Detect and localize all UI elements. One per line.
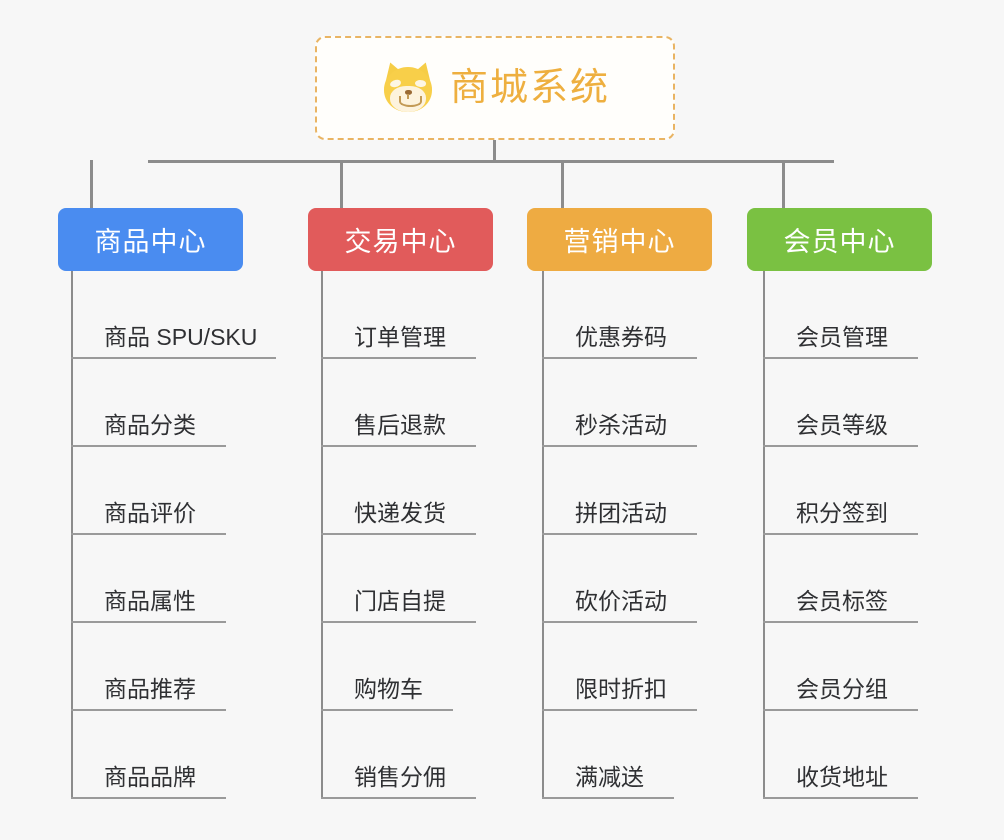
leaf-item-label: 限时折扣 bbox=[575, 675, 667, 702]
leaf-item-label: 商品属性 bbox=[104, 587, 196, 614]
leaf-spine bbox=[71, 271, 73, 799]
leaf-item-label: 商品评价 bbox=[104, 499, 196, 526]
leaf-item-underline bbox=[321, 533, 476, 535]
leaf-item[interactable]: 满减送 bbox=[542, 711, 674, 799]
leaf-item[interactable]: 砍价活动 bbox=[542, 535, 697, 623]
leaf-item[interactable]: 门店自提 bbox=[321, 535, 476, 623]
leaf-item-underline bbox=[763, 445, 918, 447]
leaf-item[interactable]: 商品属性 bbox=[71, 535, 226, 623]
leaf-item-label: 积分签到 bbox=[796, 499, 888, 526]
leaf-item-underline bbox=[542, 357, 697, 359]
leaf-item[interactable]: 秒杀活动 bbox=[542, 359, 697, 447]
leaf-item[interactable]: 积分签到 bbox=[763, 447, 918, 535]
leaf-item-label: 商品品牌 bbox=[104, 763, 196, 790]
leaf-item-label: 快递发货 bbox=[354, 499, 446, 526]
leaf-item-label: 收货地址 bbox=[796, 763, 888, 790]
leaf-item[interactable]: 限时折扣 bbox=[542, 623, 697, 711]
leaf-item-underline bbox=[321, 797, 476, 799]
root-node[interactable]: 商城系统 bbox=[315, 36, 675, 140]
leaf-item-underline bbox=[321, 621, 476, 623]
leaf-item-underline bbox=[71, 709, 226, 711]
leaf-item[interactable]: 商品评价 bbox=[71, 447, 226, 535]
leaf-item-label: 商品分类 bbox=[104, 411, 196, 438]
leaf-item[interactable]: 会员标签 bbox=[763, 535, 918, 623]
leaf-item[interactable]: 会员管理 bbox=[763, 271, 918, 359]
leaf-item-underline bbox=[71, 797, 226, 799]
leaf-item-underline bbox=[763, 533, 918, 535]
leaf-item-label: 拼团活动 bbox=[575, 499, 667, 526]
leaf-item[interactable]: 订单管理 bbox=[321, 271, 476, 359]
leaf-item-label: 秒杀活动 bbox=[575, 411, 667, 438]
category-box-3[interactable]: 会员中心 bbox=[747, 208, 932, 271]
leaf-item-underline bbox=[542, 709, 697, 711]
leaf-item-underline bbox=[542, 533, 697, 535]
leaf-item-label: 会员等级 bbox=[796, 411, 888, 438]
connector-drop-3 bbox=[782, 160, 785, 208]
leaf-item-underline bbox=[71, 533, 226, 535]
leaf-item-label: 商品 SPU/SKU bbox=[104, 323, 258, 350]
leaf-item-underline bbox=[321, 357, 476, 359]
leaf-item-underline bbox=[763, 621, 918, 623]
leaf-item[interactable]: 优惠券码 bbox=[542, 271, 697, 359]
connector-drop-1 bbox=[340, 160, 343, 208]
category-box-1[interactable]: 交易中心 bbox=[308, 208, 493, 271]
leaf-item-underline bbox=[542, 621, 697, 623]
leaf-item-label: 满减送 bbox=[575, 763, 644, 790]
leaf-item[interactable]: 售后退款 bbox=[321, 359, 476, 447]
connector-horizontal-bus bbox=[148, 160, 834, 163]
leaf-item-label: 商品推荐 bbox=[104, 675, 196, 702]
leaf-item[interactable]: 会员分组 bbox=[763, 623, 918, 711]
leaf-spine bbox=[763, 271, 765, 799]
leaf-item[interactable]: 销售分佣 bbox=[321, 711, 476, 799]
leaf-item[interactable]: 会员等级 bbox=[763, 359, 918, 447]
leaf-item-underline bbox=[321, 445, 476, 447]
leaf-item-label: 会员管理 bbox=[796, 323, 888, 350]
leaf-item-underline bbox=[763, 357, 918, 359]
leaf-item[interactable]: 商品品牌 bbox=[71, 711, 226, 799]
leaf-item-label: 购物车 bbox=[354, 675, 423, 702]
category-box-0[interactable]: 商品中心 bbox=[58, 208, 243, 271]
leaf-item-underline bbox=[321, 709, 453, 711]
leaf-spine bbox=[321, 271, 323, 799]
leaf-item-label: 订单管理 bbox=[354, 323, 446, 350]
leaf-item-underline bbox=[542, 445, 697, 447]
leaf-item-label: 门店自提 bbox=[354, 587, 446, 614]
leaf-item-label: 砍价活动 bbox=[575, 587, 667, 614]
category-label: 交易中心 bbox=[344, 227, 457, 257]
leaf-item-label: 优惠券码 bbox=[575, 323, 667, 350]
category-label: 营销中心 bbox=[563, 227, 676, 257]
category-box-2[interactable]: 营销中心 bbox=[527, 208, 712, 271]
leaf-item[interactable]: 商品 SPU/SKU bbox=[71, 271, 276, 359]
leaf-item-label: 售后退款 bbox=[354, 411, 446, 438]
shiba-dog-icon bbox=[379, 59, 437, 116]
leaf-item-label: 会员分组 bbox=[796, 675, 888, 702]
leaf-item-label: 销售分佣 bbox=[354, 763, 446, 790]
leaf-item[interactable]: 商品推荐 bbox=[71, 623, 226, 711]
leaf-item[interactable]: 购物车 bbox=[321, 623, 453, 711]
category-label: 会员中心 bbox=[783, 227, 896, 257]
leaf-item-underline bbox=[71, 357, 276, 359]
leaf-item-underline bbox=[542, 797, 674, 799]
leaf-item[interactable]: 拼团活动 bbox=[542, 447, 697, 535]
connector-root-stem bbox=[493, 140, 496, 162]
leaf-item-label: 会员标签 bbox=[796, 587, 888, 614]
leaf-item-underline bbox=[763, 797, 918, 799]
connector-drop-2 bbox=[561, 160, 564, 208]
leaf-item-underline bbox=[763, 709, 918, 711]
leaf-item-underline bbox=[71, 445, 226, 447]
leaf-spine bbox=[542, 271, 544, 799]
leaf-item[interactable]: 商品分类 bbox=[71, 359, 226, 447]
leaf-item[interactable]: 快递发货 bbox=[321, 447, 476, 535]
leaf-item-underline bbox=[71, 621, 226, 623]
leaf-item[interactable]: 收货地址 bbox=[763, 711, 918, 799]
category-label: 商品中心 bbox=[94, 227, 207, 257]
connector-drop-0 bbox=[90, 160, 93, 208]
root-title: 商城系统 bbox=[449, 67, 610, 109]
